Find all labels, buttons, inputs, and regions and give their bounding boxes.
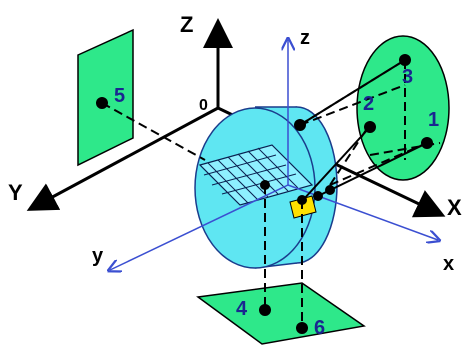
local-y-axis [110,184,289,270]
local-x-axis [287,184,438,240]
point-label-5: 5 [114,85,125,107]
global-x-label: X [447,195,462,220]
local-x-label: x [443,253,454,275]
point-label-2: 2 [363,93,374,115]
global-y-label: Y [8,180,23,205]
global-z-label: Z [180,12,193,37]
left-projection-panel [77,28,134,167]
local-y-label: y [92,245,104,267]
origin-label: 0 [199,97,208,114]
global-y-axis [26,106,219,211]
local-z-label: z [300,27,310,49]
point-label-4: 4 [236,298,248,320]
point-label-6: 6 [314,317,325,339]
bottom-projection-panel [196,282,366,345]
point-label-1: 1 [428,109,439,131]
point-label-3: 3 [402,66,413,88]
